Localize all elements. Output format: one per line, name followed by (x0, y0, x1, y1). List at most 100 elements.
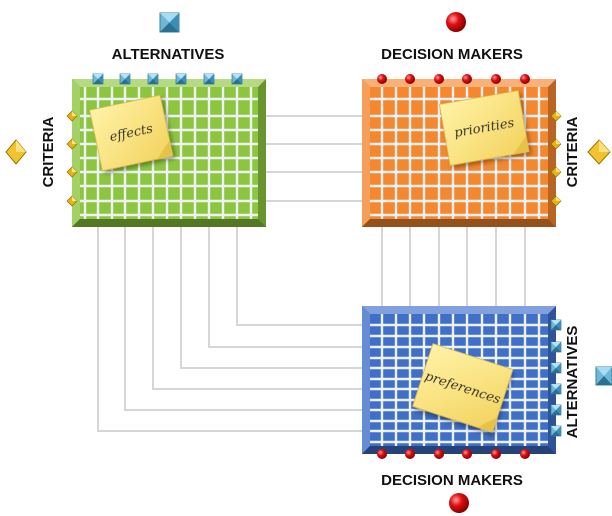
effects-alternative-marker-1-face-right (98, 74, 103, 84)
alternative-connector-1 (97, 227, 362, 432)
effects-alternative-marker-3 (147, 73, 159, 85)
effects-alternative-marker-4-face-top (176, 74, 186, 79)
effects-alternative-marker-6-face-top (232, 74, 242, 79)
alternative-connector-4 (180, 227, 362, 369)
criteria-right-icon (587, 139, 611, 165)
alternatives-top-icon (159, 12, 180, 33)
effects-alternative-marker-5 (203, 73, 215, 85)
decision-makers-top-label: DECISION MAKERS (381, 46, 523, 63)
alternative-connector-2 (124, 227, 362, 411)
decision-makers-bottom-label: DECISION MAKERS (381, 472, 523, 489)
preferences-alternative-marker-5 (550, 404, 562, 416)
preferences-note: preferences (412, 343, 514, 433)
preferences-alternative-marker-2-face-right (556, 342, 561, 352)
effects-criterion-marker-4 (66, 195, 78, 207)
effects-note: effects (89, 94, 174, 172)
priorities-bevel-bottom (362, 219, 556, 227)
preferences-decision-maker-marker-4 (462, 449, 472, 459)
connector-lines (97, 115, 526, 432)
criteria-right-label: CRITERIA (564, 116, 581, 187)
effects-alternative-marker-1-face-top (93, 74, 103, 79)
edge-markers (66, 73, 562, 459)
preferences-alternative-marker-6-face-bottom (551, 431, 561, 436)
preferences-decision-maker-marker-5 (491, 449, 501, 459)
priorities-decision-maker-marker-5 (491, 74, 501, 84)
effects-alternative-marker-4-face-right (181, 74, 186, 84)
effects-criterion-marker-3 (66, 166, 78, 178)
effects-criterion-marker-3-highlight (72, 167, 77, 172)
preferences-alternative-marker-6-face-top (551, 426, 561, 431)
effects-criterion-marker-2 (66, 138, 78, 150)
preferences-alternative-marker-5-face-bottom (551, 410, 561, 415)
preferences-alternative-marker-1-face-top (551, 320, 561, 325)
preferences-alternative-marker-3-face-top (551, 363, 561, 368)
preferences-bevel-top (362, 306, 556, 314)
preferences-alternative-marker-2-face-bottom (551, 347, 561, 352)
alternative-connector-6 (236, 227, 362, 326)
preferences-alternative-marker-1-face-bottom (551, 325, 561, 330)
priorities-decision-maker-marker-1 (377, 74, 387, 84)
preferences-alternative-marker-6 (550, 425, 562, 437)
priorities-criterion-marker-2-highlight (556, 139, 561, 144)
effects-criterion-marker-4-highlight (72, 196, 77, 201)
preferences-alternative-marker-5-face-top (551, 405, 561, 410)
preferences-bevel-left (362, 306, 370, 454)
priorities-criterion-marker-4-highlight (556, 196, 561, 201)
criteria-left-label: CRITERIA (40, 116, 57, 187)
preferences-alternative-marker-4 (550, 383, 562, 395)
preferences-alternative-marker-1-face-right (556, 320, 561, 330)
alternative-connector-5 (208, 227, 362, 348)
effects-alternative-marker-5-face-right (209, 74, 214, 84)
effects-alternative-marker-4 (175, 73, 187, 85)
preferences-alternative-marker-2-face-top (551, 342, 561, 347)
priorities-decision-maker-marker-4 (462, 74, 472, 84)
effects-criterion-marker-2-highlight (72, 139, 77, 144)
effects-alternative-marker-6 (231, 73, 243, 85)
preferences-alternative-marker-4-face-top (551, 384, 561, 389)
preferences-decision-maker-marker-1 (377, 449, 387, 459)
priorities-criterion-marker-3 (550, 166, 562, 178)
preferences-alternative-marker-6-face-right (556, 426, 561, 436)
priorities-decision-maker-marker-6 (520, 74, 530, 84)
effects-alternative-marker-4-face-bottom (176, 79, 186, 84)
effects-alternative-marker-1-face-bottom (93, 79, 103, 84)
criteria-left-icon (5, 139, 27, 165)
effects-alternative-marker-5-face-bottom (204, 79, 214, 84)
alternatives-top-label: ALTERNATIVES (112, 46, 225, 63)
effects-alternative-marker-2-face-top (120, 74, 130, 79)
priorities-criterion-marker-4 (550, 195, 562, 207)
priorities-note: priorities (438, 90, 530, 166)
alternatives-right-label: ALTERNATIVES (564, 326, 581, 439)
preferences-alternative-marker-1 (550, 319, 562, 331)
effects-criterion-marker-1 (66, 110, 78, 122)
priorities-criterion-marker-2 (550, 138, 562, 150)
preferences-alternative-marker-3 (550, 362, 562, 374)
effects-alternative-marker-3-face-top (148, 74, 158, 79)
priorities-decision-maker-marker-3 (434, 74, 444, 84)
preferences-decision-maker-marker-3 (434, 449, 444, 459)
priorities-criterion-marker-1-highlight (556, 111, 561, 116)
preferences-alternative-marker-4-face-right (556, 384, 561, 394)
effects-alternative-marker-3-face-right (153, 74, 158, 84)
effects-alternative-marker-3-face-bottom (148, 79, 158, 84)
preferences-alternative-marker-4-face-bottom (551, 389, 561, 394)
preferences-alternative-marker-3-face-bottom (551, 368, 561, 373)
effects-alternative-marker-6-face-right (237, 74, 242, 84)
effects-criterion-marker-1-highlight (72, 111, 77, 116)
preferences-alternative-marker-3-face-right (556, 363, 561, 373)
preferences-alternative-marker-2 (550, 341, 562, 353)
preferences-decision-maker-marker-6 (520, 449, 530, 459)
preferences-decision-maker-marker-2 (405, 449, 415, 459)
decision-makers-bottom-icon (449, 493, 469, 513)
decision-makers-top-icon (446, 12, 466, 32)
effects-alternative-marker-2-face-right (125, 74, 130, 84)
effects-alternative-marker-6-face-bottom (232, 79, 242, 84)
priorities-criterion-marker-3-highlight (556, 167, 561, 172)
priorities-decision-maker-marker-2 (405, 74, 415, 84)
preferences-alternative-marker-5-face-right (556, 405, 561, 415)
effects-alternative-marker-2-face-bottom (120, 79, 130, 84)
alternatives-right-icon (595, 366, 612, 386)
effects-alternative-marker-2 (119, 73, 131, 85)
effects-alternative-marker-1 (92, 73, 104, 85)
